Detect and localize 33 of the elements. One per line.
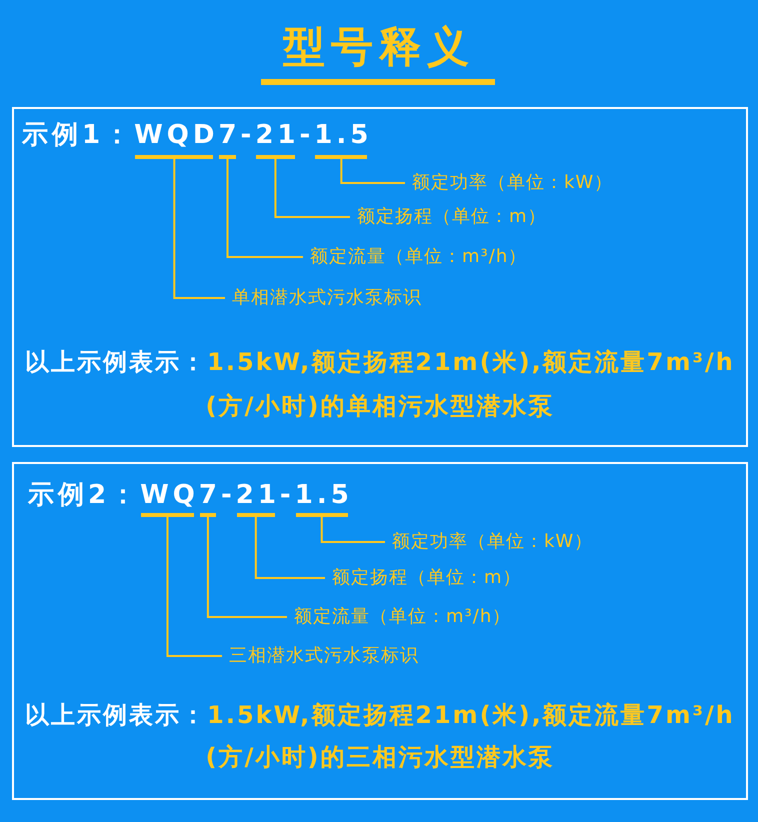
code-description: 额定功率（单位：kW） bbox=[385, 530, 594, 554]
code-description: 额定功率（单位：kW） bbox=[405, 171, 614, 195]
model-code-heading: 示例2：WQ7-21-1.5 bbox=[28, 479, 353, 511]
summary-text: 1.5kW,额定扬程21m(米),额定流量7m³/h(方/小时)的单相污水型潜水泵 bbox=[206, 348, 735, 420]
summary-label: 以上示例表示： bbox=[25, 348, 208, 376]
leader-line bbox=[320, 517, 385, 543]
underline-bar bbox=[296, 513, 348, 517]
code-description: 单相潜水式污水泵标识 bbox=[225, 286, 422, 310]
code-description: 额定扬程（单位：m） bbox=[350, 205, 547, 229]
underline-bar bbox=[200, 513, 216, 517]
page-title: 型号释义 bbox=[283, 21, 475, 73]
leader-line bbox=[173, 159, 225, 299]
code-description: 三相潜水式污水泵标识 bbox=[222, 644, 419, 668]
code-description: 额定扬程（单位：m） bbox=[325, 566, 522, 590]
underline-bar bbox=[219, 155, 236, 159]
leader-line bbox=[274, 159, 350, 218]
summary-label: 以上示例表示： bbox=[25, 701, 208, 729]
code-description: 额定流量（单位：m³/h） bbox=[303, 245, 528, 269]
underline-bar bbox=[135, 155, 214, 159]
leader-line bbox=[340, 159, 405, 184]
underline-bar bbox=[141, 513, 194, 517]
code-description: 额定流量（单位：m³/h） bbox=[287, 605, 512, 629]
leader-line bbox=[206, 517, 287, 618]
example-panel bbox=[12, 107, 748, 447]
leader-line bbox=[226, 159, 303, 258]
leader-line bbox=[254, 517, 325, 579]
example-panel bbox=[12, 462, 748, 800]
summary-text: 1.5kW,额定扬程21m(米),额定流量7m³/h(方/小时)的三相污水型潜水泵 bbox=[206, 701, 735, 771]
model-code-heading: 示例1：WQD7-21-1.5 bbox=[22, 119, 372, 151]
leader-line bbox=[166, 517, 222, 657]
underline-bar bbox=[256, 155, 295, 159]
underline-bar bbox=[315, 155, 368, 159]
underline-bar bbox=[236, 513, 275, 517]
